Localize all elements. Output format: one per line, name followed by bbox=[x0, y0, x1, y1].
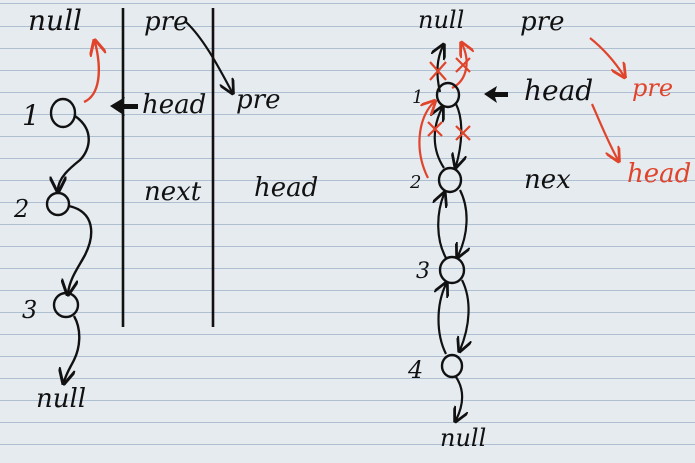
right-node2-circle bbox=[437, 166, 463, 194]
right-node2-to-node1-arrow bbox=[435, 108, 445, 169]
left-node3-circle bbox=[52, 291, 80, 319]
left-node1-label: 1 bbox=[22, 99, 40, 132]
right-head-pointer-arrow bbox=[484, 86, 508, 103]
col1-head-label: head bbox=[142, 90, 206, 120]
right-cross-mark-1 bbox=[429, 61, 447, 81]
right-node4-to-null-arrow bbox=[456, 376, 462, 420]
right-node1-label: 1 bbox=[412, 87, 423, 108]
right-new-head-label: head bbox=[627, 159, 691, 189]
right-cross-mark-2 bbox=[455, 57, 471, 73]
right-node1-circle bbox=[435, 81, 461, 109]
left-node3-label: 3 bbox=[22, 296, 37, 324]
right-node2-to-node1-red-arrow bbox=[418, 102, 434, 179]
right-node1-to-node2-arrow bbox=[456, 103, 461, 166]
right-node3-to-node4-arrow bbox=[460, 279, 469, 350]
left-bottom-null-label: null bbox=[36, 384, 86, 414]
head-pointer-arrow bbox=[110, 97, 138, 116]
right-new-pre-label: pre bbox=[632, 74, 673, 102]
left-node2-circle bbox=[45, 191, 71, 217]
col2-pre-top-label: pre bbox=[144, 7, 188, 37]
right-head-label: head bbox=[524, 74, 593, 107]
left-top-null-label: null bbox=[28, 4, 82, 37]
left-node1-circle bbox=[49, 97, 77, 129]
right-node3-to-node2-arrow bbox=[438, 194, 446, 259]
right-node2-label: 2 bbox=[409, 172, 421, 193]
right-linked-list: null 1 2 3 4 bbox=[407, 6, 691, 452]
right-bottom-null-label: null bbox=[440, 424, 486, 452]
right-node4-label: 4 bbox=[407, 356, 423, 384]
left-node1-to-null-arrow bbox=[83, 42, 99, 104]
right-cross-mark-3 bbox=[427, 121, 443, 137]
head-to-new-head-arrow bbox=[590, 103, 618, 160]
right-top-null-label: null bbox=[418, 6, 464, 34]
col1-next-label: next bbox=[144, 177, 202, 207]
col2-head-label: head bbox=[254, 173, 318, 203]
right-node3-circle bbox=[438, 255, 466, 285]
left-node1-to-node2-arrow bbox=[58, 115, 90, 190]
pre-to-pre-arrow bbox=[185, 21, 232, 92]
right-node4-circle bbox=[440, 353, 464, 379]
col2-pre-label: pre bbox=[236, 85, 280, 115]
left-linked-list: null 1 2 3 null bbox=[13, 4, 99, 414]
pre-to-new-pre-arrow bbox=[589, 37, 624, 76]
left-node2-to-node3-arrow bbox=[68, 204, 93, 293]
variable-table: head next pre pre head bbox=[110, 7, 318, 327]
right-node2-to-node3-arrow bbox=[458, 189, 467, 256]
left-node3-to-null-arrow bbox=[64, 315, 81, 382]
right-cross-mark-4 bbox=[455, 125, 471, 141]
right-node3-label: 3 bbox=[416, 259, 430, 284]
right-node4-to-node3-arrow bbox=[439, 284, 447, 355]
left-node2-label: 2 bbox=[13, 195, 29, 223]
right-pre-label: pre bbox=[520, 7, 564, 37]
right-nex-label: nex bbox=[524, 165, 571, 195]
